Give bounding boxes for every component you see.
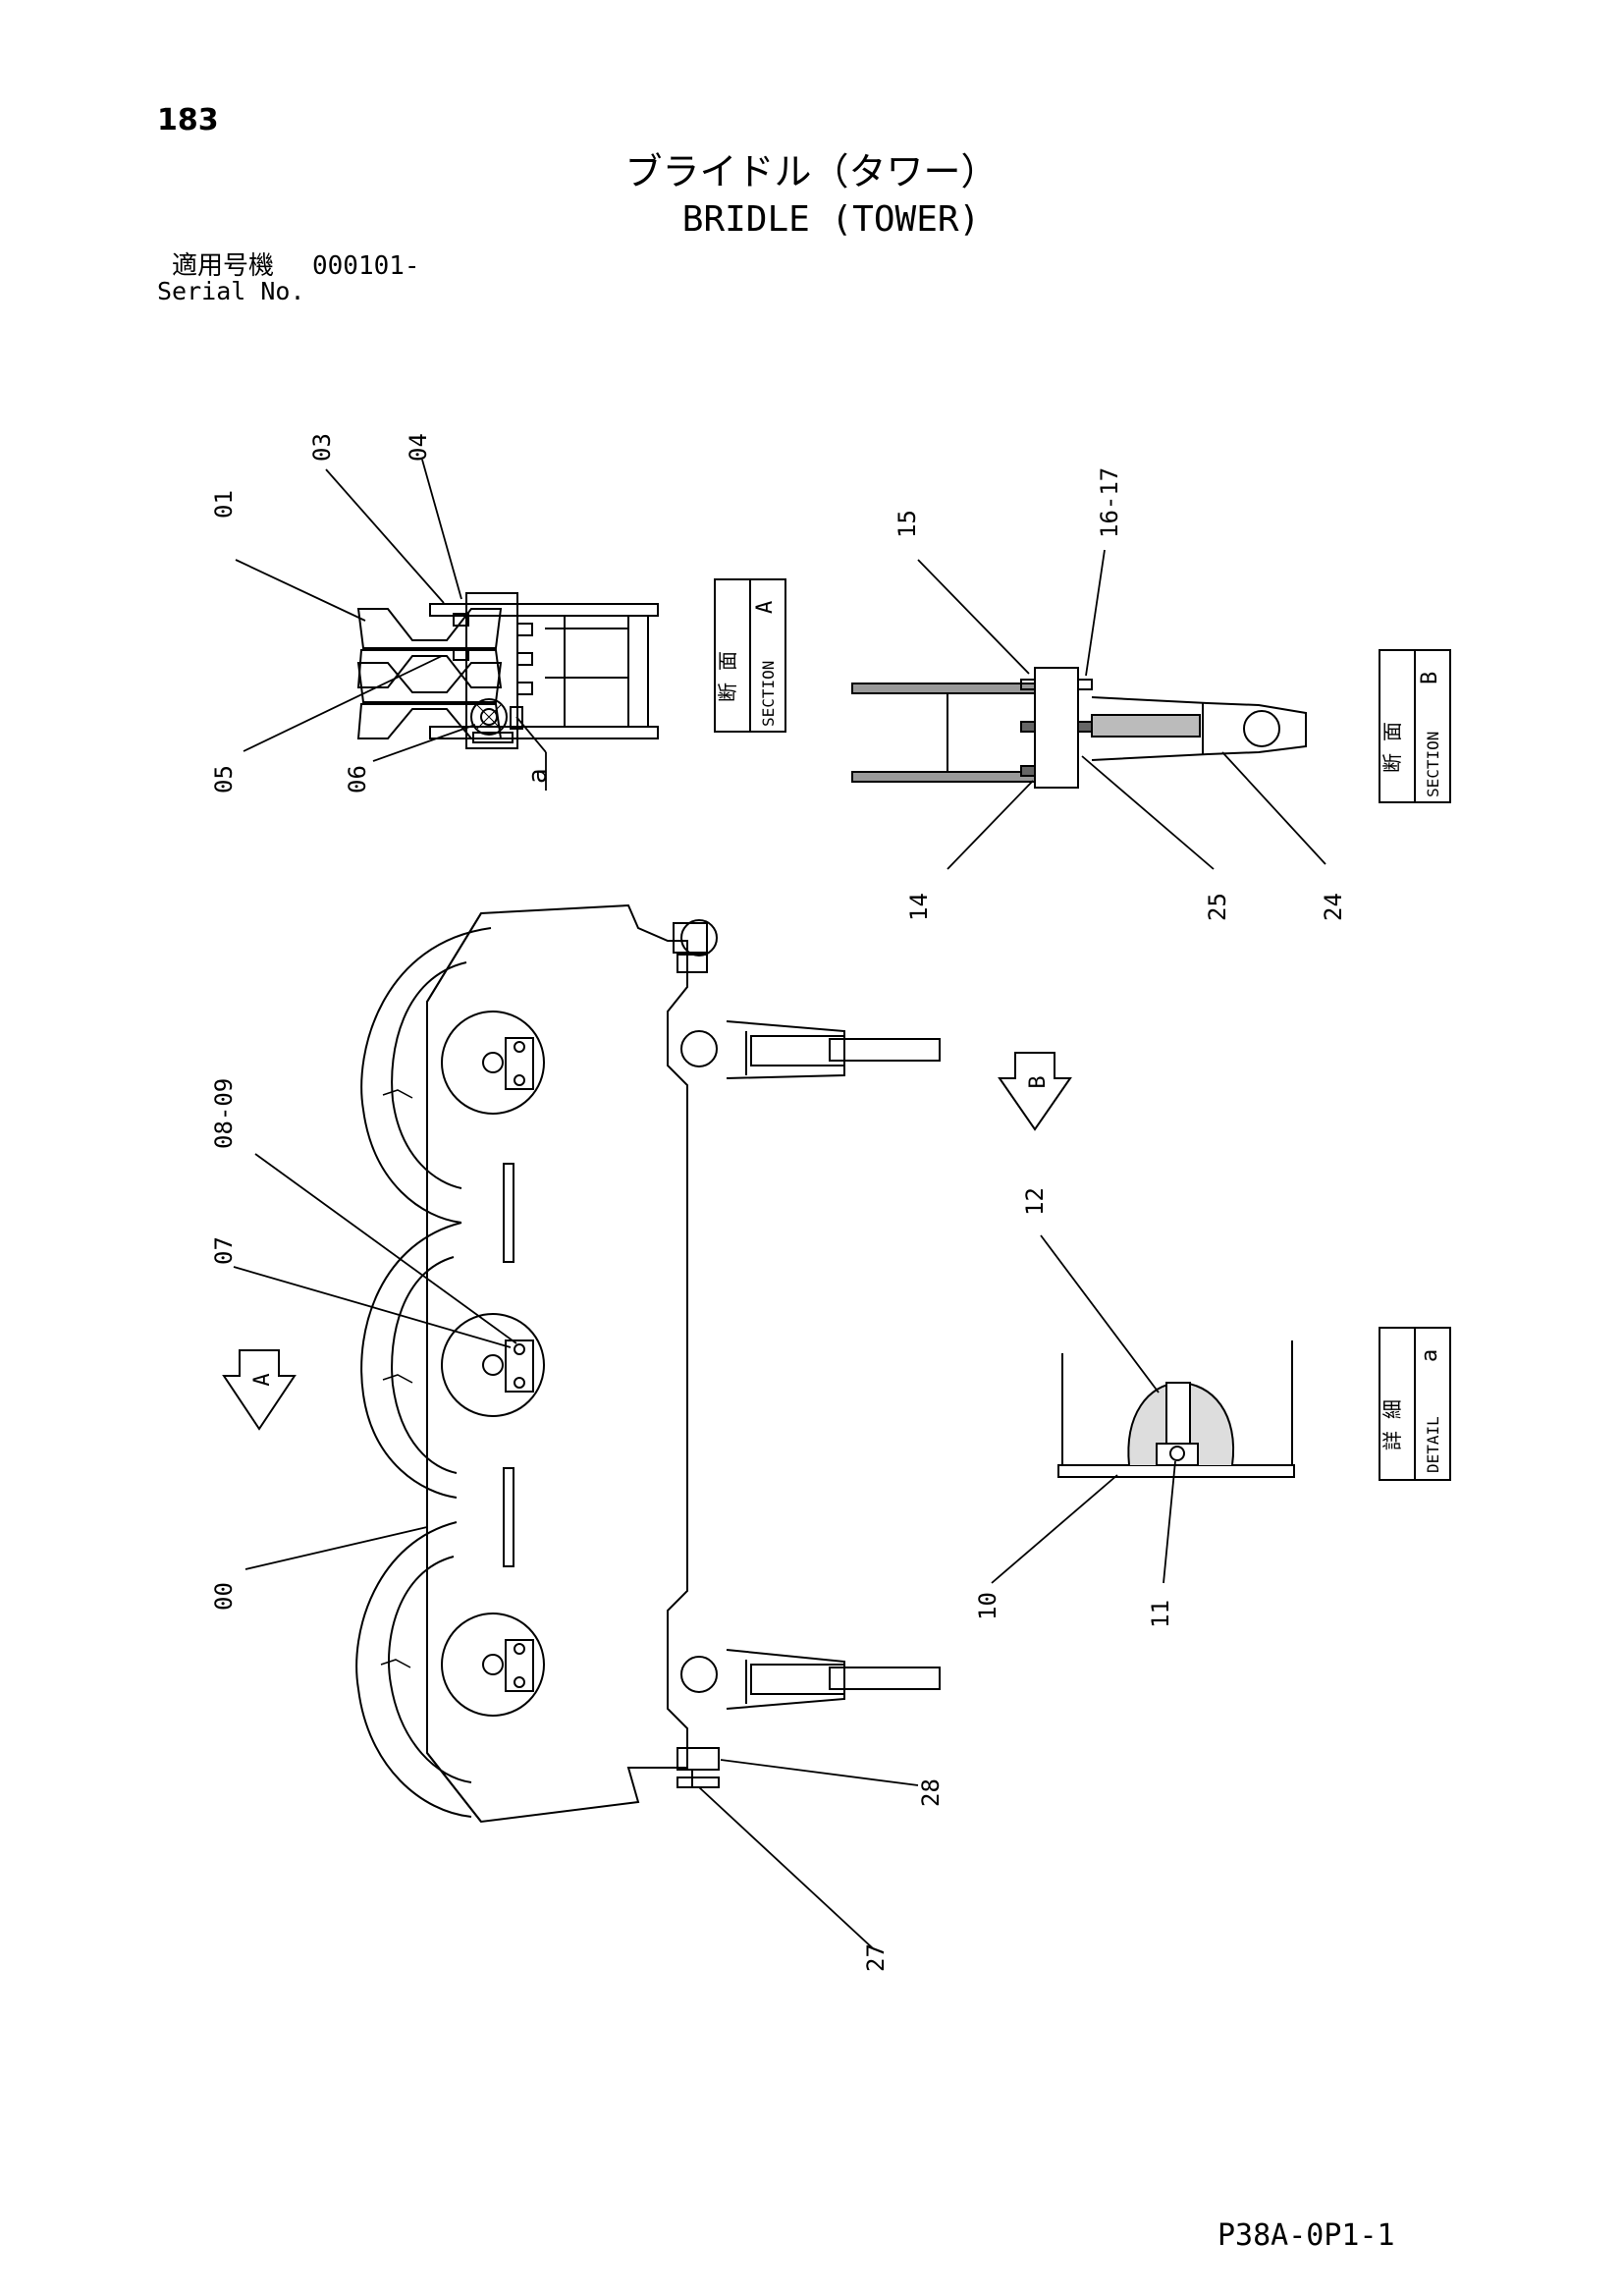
- section-a-label-jp: 断 面: [716, 651, 739, 702]
- serial-number-value: 000101-: [312, 251, 420, 281]
- page-title-english: BRIDLE (TOWER): [681, 199, 981, 240]
- detail-a-label-en: DETAIL: [1424, 1416, 1442, 1473]
- bridle-main-view: [355, 903, 941, 1824]
- callout-10: 10: [974, 1592, 1001, 1620]
- section-b-label-en: SECTION: [1424, 732, 1442, 797]
- view-arrow-a-letter: A: [250, 1373, 275, 1386]
- view-arrow-b-letter: B: [1026, 1075, 1051, 1088]
- section-a-letter: A: [753, 601, 778, 614]
- callout-12: 12: [1021, 1187, 1049, 1216]
- detail-a-label-jp: 詳 細: [1380, 1399, 1404, 1450]
- leader-lines: [233, 459, 1326, 1950]
- drawing-code: P38A-0P1-1: [1217, 2218, 1395, 2253]
- callout-04: 04: [405, 433, 432, 462]
- detail-marker-a: a: [523, 768, 553, 784]
- section-b-view: [851, 667, 1307, 789]
- section-a-label-en: SECTION: [759, 661, 778, 727]
- callout-01: 01: [210, 490, 238, 519]
- callout-numbers: 01 03 04 05 06 a 15 16-17 14 25 24 08-09…: [210, 433, 1347, 1972]
- callout-14: 14: [905, 893, 933, 921]
- callout-00: 00: [210, 1582, 238, 1611]
- callout-06: 06: [344, 765, 371, 793]
- serial-label-japanese: 適用号機: [172, 251, 275, 281]
- callout-25: 25: [1204, 893, 1231, 921]
- callout-28: 28: [917, 1778, 945, 1807]
- detail-a-label-box: 詳 細 DETAIL a: [1379, 1327, 1451, 1481]
- section-b-letter: B: [1418, 672, 1442, 684]
- view-arrow-b: B: [998, 1052, 1072, 1131]
- detail-a-view: [1057, 1340, 1295, 1478]
- callout-24: 24: [1320, 893, 1347, 921]
- callout-03: 03: [308, 433, 336, 462]
- section-b-label-jp: 断 面: [1380, 722, 1404, 773]
- callout-07: 07: [210, 1236, 238, 1265]
- callout-11: 11: [1147, 1600, 1174, 1628]
- section-a-view: [356, 592, 659, 749]
- callout-27: 27: [862, 1943, 890, 1972]
- page-number: 183: [157, 103, 219, 137]
- callout-08-09: 08-09: [210, 1078, 238, 1149]
- detail-a-letter: a: [1418, 1349, 1442, 1362]
- section-b-label-box: 断 面 SECTION B: [1379, 649, 1451, 803]
- page-title-japanese: ブライドル（タワー）: [624, 150, 999, 193]
- callout-16-17: 16-17: [1096, 467, 1123, 538]
- view-arrow-a: A: [222, 1349, 297, 1431]
- callout-15: 15: [893, 510, 921, 538]
- callout-05: 05: [210, 765, 238, 793]
- section-a-label-box: 断 面 SECTION A: [714, 578, 786, 733]
- serial-label-english: Serial No.: [157, 277, 305, 305]
